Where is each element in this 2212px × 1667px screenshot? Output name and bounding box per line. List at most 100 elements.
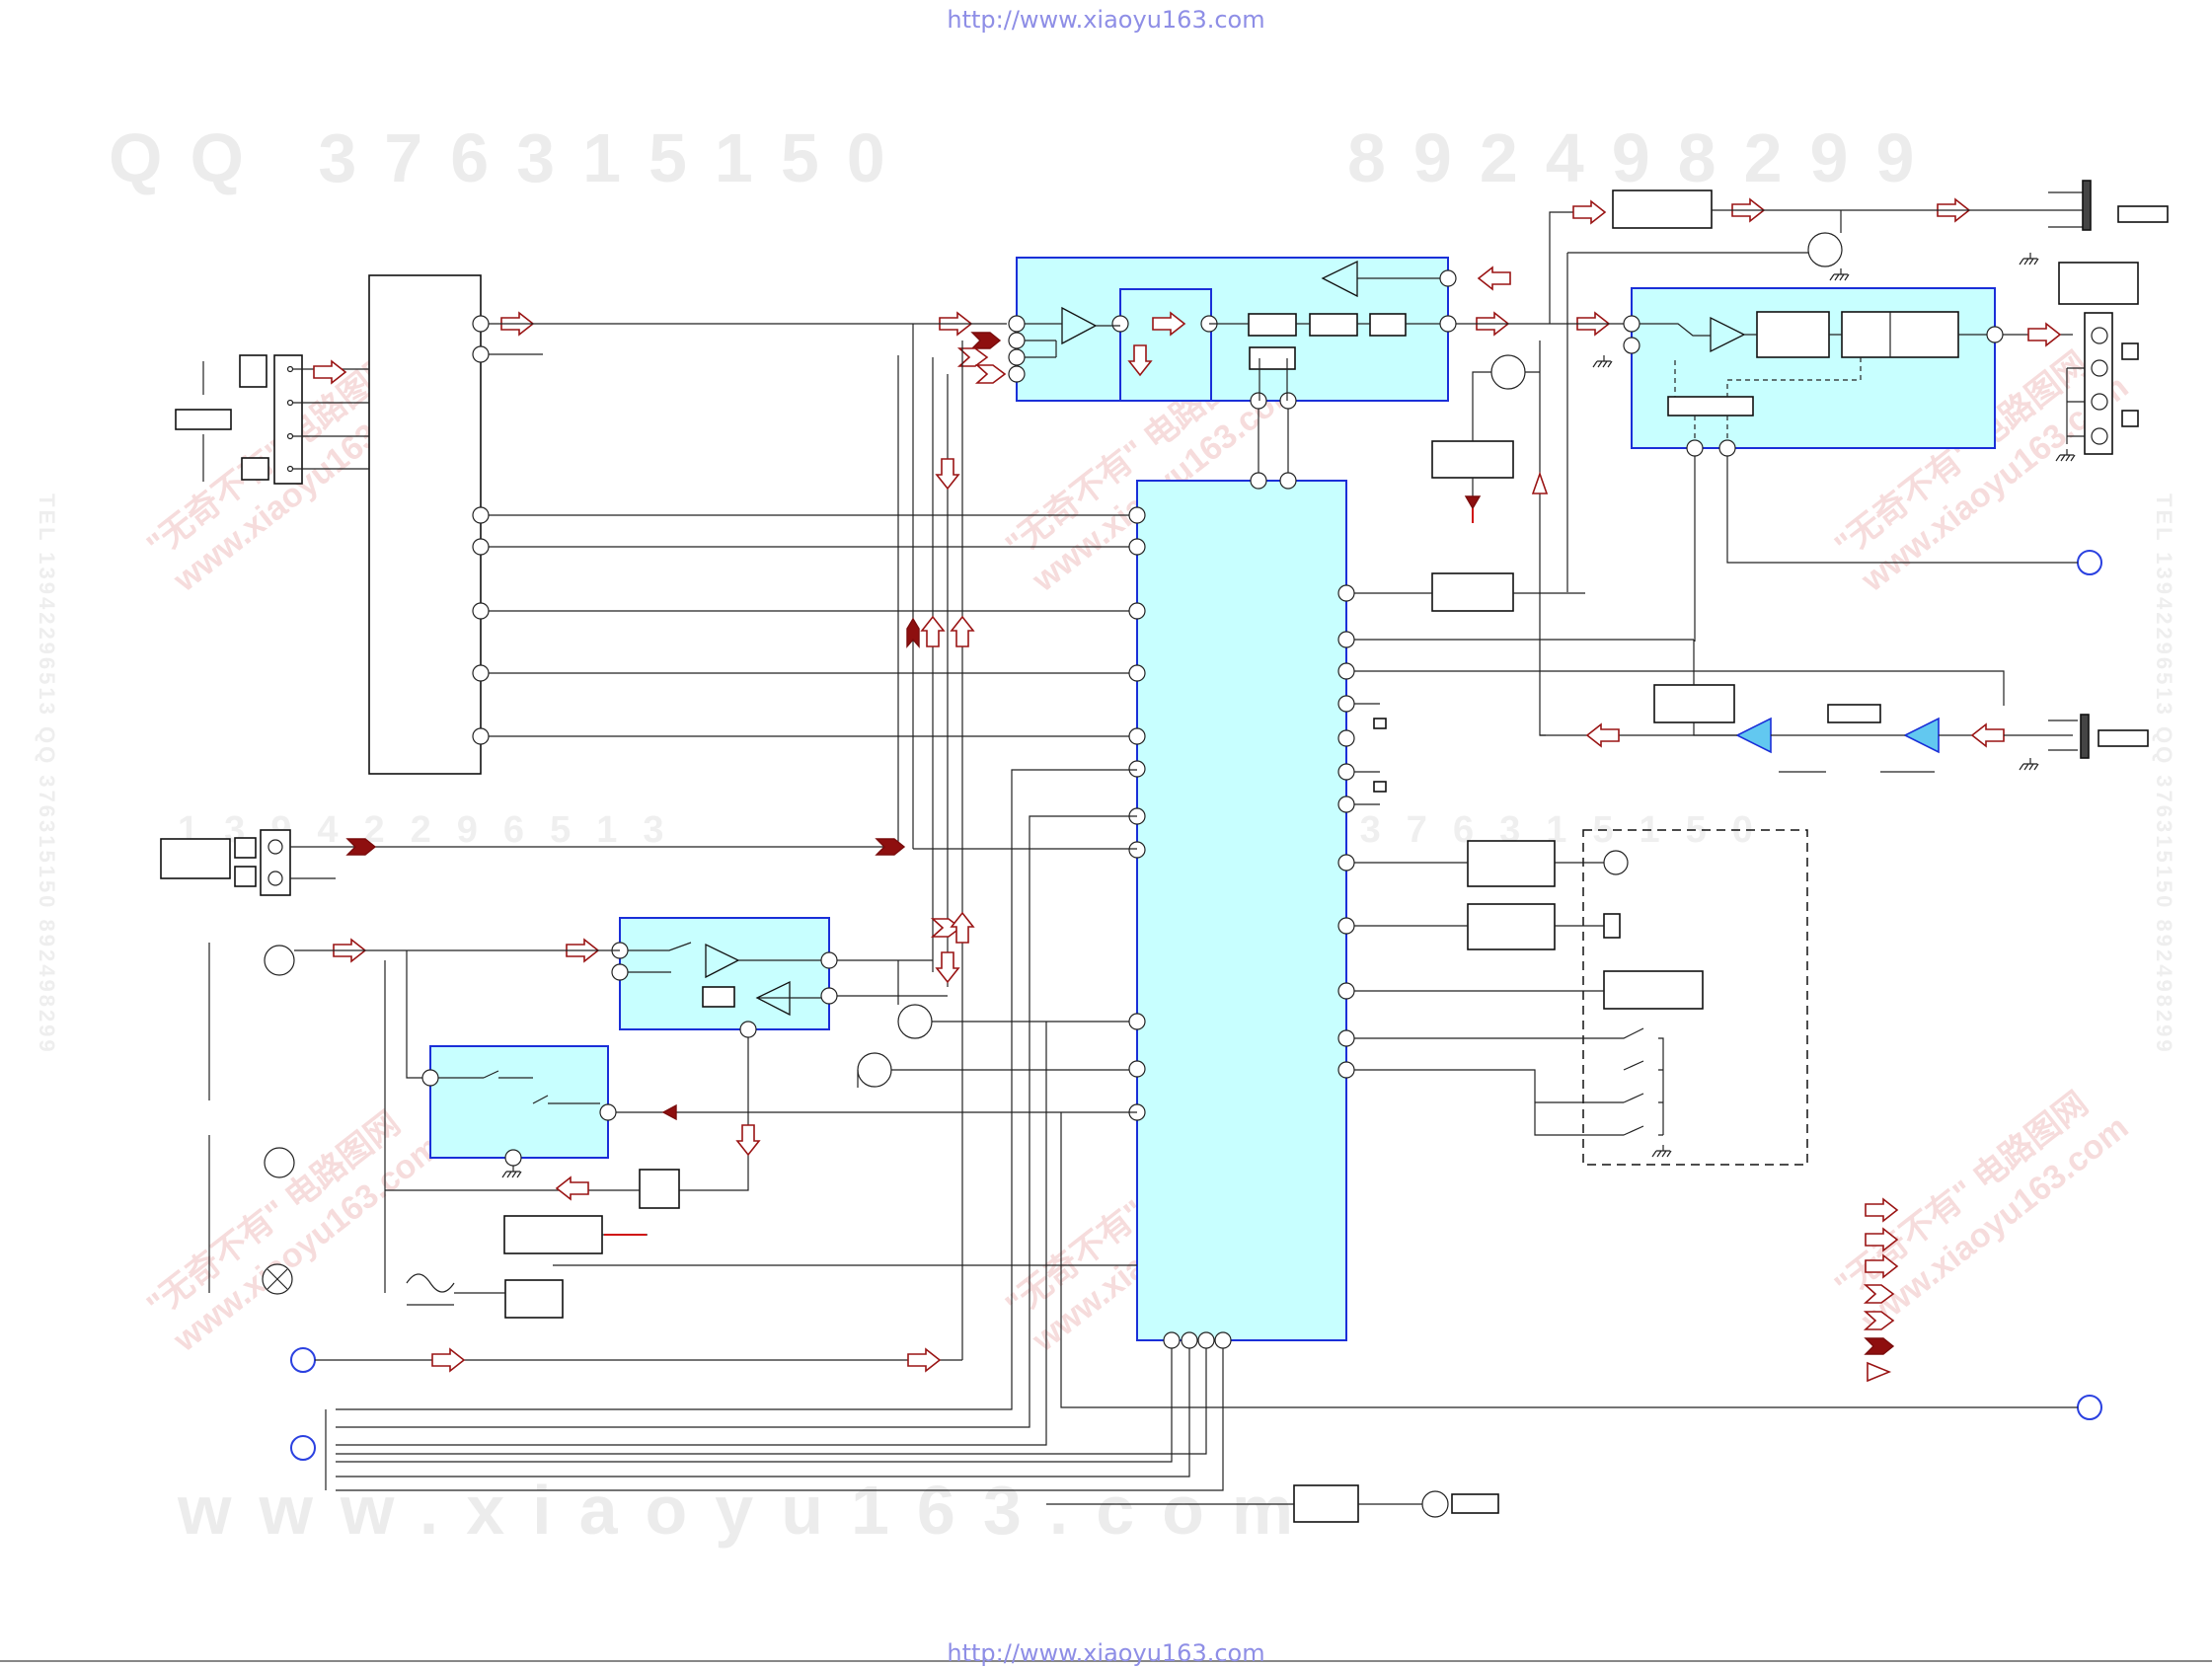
label-box <box>160 838 231 879</box>
signal-arrow <box>736 1124 760 1156</box>
crystal-symbol <box>1373 718 1387 729</box>
routing-wires <box>912 324 1137 1360</box>
connector-block <box>368 274 482 775</box>
transistor-symbol <box>1490 354 1526 390</box>
amplifier-symbol <box>1710 316 1746 353</box>
wire <box>1712 209 2053 233</box>
label-box <box>1451 1493 1499 1514</box>
wire <box>489 323 1007 355</box>
filter-block <box>1841 311 1959 358</box>
wire <box>1354 639 2005 736</box>
output-ic-pins <box>1623 315 2004 457</box>
wire <box>1566 252 1808 592</box>
transformer-symbol <box>406 1273 505 1306</box>
legend-arrow <box>1865 1198 1898 1222</box>
resistor-block <box>1369 313 1407 337</box>
ground-symbol <box>1592 354 1613 368</box>
signal-arrow <box>951 616 974 647</box>
main-controller-ic <box>1136 480 1347 1341</box>
ground-symbol <box>1829 267 1850 281</box>
header-url[interactable]: http://www.xiaoyu163.com <box>947 6 1265 34</box>
internal-wires <box>1640 323 2073 337</box>
power-block <box>503 1215 603 1254</box>
signal-arrow <box>556 1176 589 1200</box>
wire <box>385 1037 1137 1266</box>
signal-arrow <box>936 458 959 490</box>
solenoid-symbol <box>1603 913 1621 939</box>
jack-symbol <box>2048 191 2088 228</box>
label-box <box>2117 205 2169 223</box>
signal-arrow <box>431 1348 465 1372</box>
ground-symbol <box>2019 757 2039 771</box>
crystal-symbol <box>1373 781 1387 793</box>
signal-arrow <box>1586 723 1620 747</box>
legend-arrow <box>1865 1254 1898 1278</box>
ground-symbol <box>501 1165 522 1178</box>
label-box <box>175 409 232 430</box>
terminal[interactable] <box>290 1435 316 1461</box>
resistor-block <box>1309 313 1358 337</box>
switch-ic <box>619 917 830 1030</box>
filter-block <box>1756 311 1830 358</box>
label-box <box>2121 342 2139 360</box>
terminal[interactable] <box>290 1347 316 1373</box>
footer-url[interactable]: http://www.xiaoyu163.com <box>947 1639 1265 1667</box>
ground-symbol <box>1651 1144 1672 1158</box>
transistor-symbol <box>897 1004 933 1039</box>
controller-pins-bottom <box>1163 1331 1232 1349</box>
legend-solid <box>1865 1337 1894 1355</box>
amplifier-symbol <box>1735 717 1772 754</box>
driver-block <box>1467 903 1556 950</box>
regulator-block <box>639 1169 680 1209</box>
terminal[interactable] <box>2077 550 2102 575</box>
jack-symbol <box>2004 720 2078 751</box>
rca-input <box>264 1147 295 1178</box>
resistor-block <box>702 986 735 1008</box>
wire <box>1540 734 2004 773</box>
signal-arrow <box>921 616 945 647</box>
buffer-block <box>1431 572 1514 612</box>
wire <box>1694 456 2078 642</box>
jack-symbol <box>2080 714 2090 759</box>
motor-symbol <box>1603 850 1629 875</box>
wire <box>2066 367 2085 444</box>
label-box <box>2098 729 2149 747</box>
internal-wires <box>628 942 948 999</box>
bottom-bus <box>325 769 1224 1491</box>
internal-wires <box>438 1070 600 1104</box>
wire <box>857 960 1129 1088</box>
amplifier-symbol <box>1061 306 1098 345</box>
wire <box>1354 703 1380 805</box>
wire <box>1258 409 1289 473</box>
key-matrix <box>1354 1060 1663 1136</box>
signal-arrow <box>313 360 346 384</box>
jack-symbol <box>2082 180 2092 231</box>
signal-arrow <box>1971 723 2005 747</box>
signal-arrow <box>1572 200 1606 224</box>
signal-arrow <box>1531 471 1549 494</box>
connector-pin-box <box>234 866 257 887</box>
amplifier-symbol <box>1903 717 1940 754</box>
power-block <box>504 1279 564 1319</box>
display-block <box>1603 970 1704 1010</box>
lamp-symbol <box>262 1263 293 1295</box>
connector-pin-box <box>239 354 267 388</box>
bus-wires <box>489 514 1137 737</box>
wire <box>384 950 1137 1293</box>
ic-pins <box>1008 269 1457 410</box>
connector-header <box>273 354 303 485</box>
terminal[interactable] <box>2077 1395 2102 1420</box>
rca-input <box>264 945 620 976</box>
wire <box>1456 211 1624 325</box>
legend-arrow <box>1865 1228 1898 1251</box>
diode-symbol <box>661 1103 677 1121</box>
legend-triangle <box>1867 1361 1892 1383</box>
regulator-block <box>1431 440 1514 479</box>
internal-wires <box>1025 323 1062 358</box>
driver-block <box>1467 840 1556 887</box>
control-lines <box>1674 357 1862 440</box>
front-panel-area <box>1582 829 1808 1166</box>
signal-arrow <box>1478 266 1511 290</box>
label-box <box>2121 410 2139 427</box>
connector-pin-box <box>234 837 257 859</box>
